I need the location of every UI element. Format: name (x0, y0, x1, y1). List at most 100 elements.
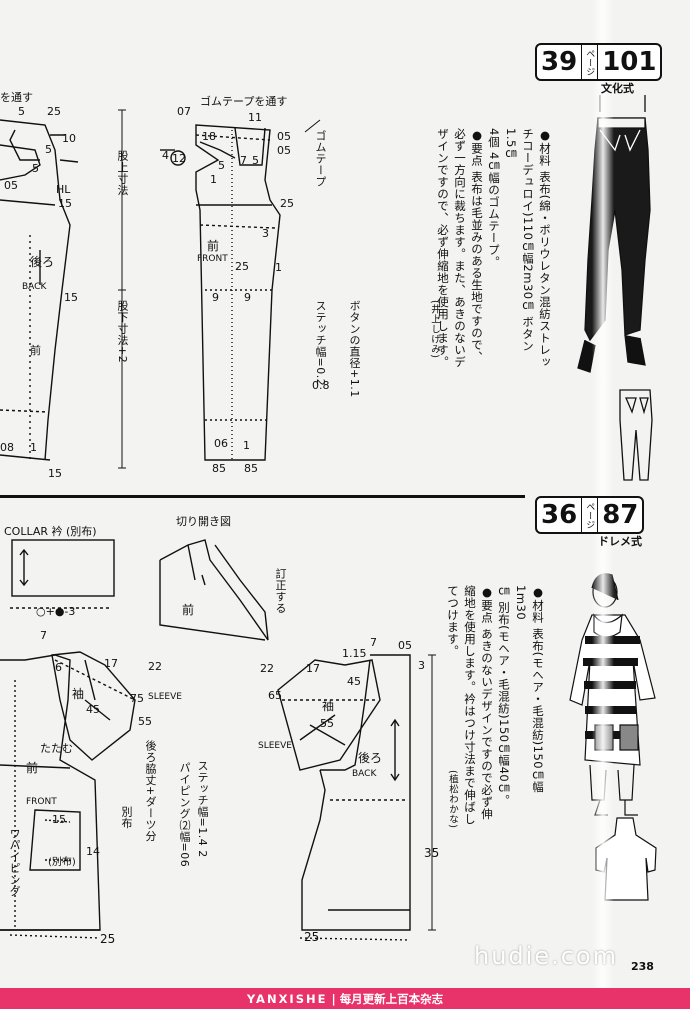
stitch-note-2: 0.8 (312, 379, 330, 392)
desc-line: ●要点 表布は毛並みのある生地ですので、 (470, 128, 484, 363)
desc-line: ㎝ 別布(モヘア・毛混紡)150㎝幅40㎝。 (497, 585, 511, 807)
measure-55: 55 (138, 715, 152, 728)
measure: 25 (47, 105, 61, 118)
measure-14: 14 (86, 845, 100, 858)
measure: 25 (280, 197, 294, 210)
measure-45: 45 (347, 675, 361, 688)
measure: 1 (243, 439, 250, 452)
collar-label: COLLAR 衿 (別布) (4, 525, 97, 538)
front-label-en: FRONT (197, 254, 228, 264)
measure: 11 (248, 111, 262, 124)
author-bottom: (植松わかな) (447, 770, 458, 829)
page-ref-number: 36 (541, 500, 578, 530)
pattern-number: 87 (602, 500, 639, 530)
desc-line: ザインですので、必ず伸縮地を使用します。 (436, 128, 450, 368)
front-trouser-draft (160, 124, 281, 461)
measure-7: 7 (40, 629, 47, 642)
measure: 5 (252, 154, 259, 167)
measure: 4 (162, 149, 169, 162)
back-en: BACK (352, 769, 377, 779)
measure-17: 17 (306, 662, 320, 675)
pattern-badge-87: 36 ページ 87 (535, 496, 645, 534)
measure: 15 (58, 197, 72, 210)
measure: 85 (212, 462, 226, 475)
footer-sep: | (331, 991, 336, 1006)
measure: 06 (214, 437, 228, 450)
collar-measure: ○+●-3 (36, 605, 76, 618)
measure: 05 (277, 130, 291, 143)
measure-6: 6 (55, 661, 62, 674)
sleeve-right-en: SLEEVE (258, 741, 292, 751)
front2-en: FRONT (26, 797, 57, 807)
gom-tape-left-label: を通す (0, 91, 33, 104)
hl-label: HL (56, 183, 71, 196)
measure-25: 25 (100, 932, 116, 946)
section-divider (0, 495, 525, 498)
footer-tagline: 每月更新上百本杂志 (339, 991, 444, 1006)
stitch-bottom-label: ステッチ幅=1.4 2 (196, 760, 209, 858)
measure-22: 22 (148, 660, 162, 673)
description-top: ●材料 表布(綿・ポリウレタン混紡ストレッ チコーデュロイ)110㎝幅2m30㎝… (434, 128, 553, 368)
piping-left-label: ワパイピング (8, 828, 21, 897)
description-bottom: ●材料 表布(モヘア・毛混紡)150㎝幅1m30 ㎝ 別布(モヘア・毛混紡)15… (444, 585, 546, 825)
measure-15: 15 (52, 813, 66, 826)
measure-05: 05 (398, 639, 412, 652)
jeans-illustration (577, 95, 653, 481)
measure: 5 (18, 105, 25, 118)
measure-22: 22 (260, 662, 274, 675)
gom-tape-vertical: ゴムテープ (314, 130, 327, 188)
measure-17: 17 (104, 657, 118, 670)
footer-brand: YANXISHE (246, 991, 328, 1006)
page-fold-highlight (592, 0, 614, 988)
back-label-en: BACK (22, 282, 47, 292)
desc-line: ●要点 あきのないデザインですので必ず伸 (480, 585, 494, 820)
front-bodice-draft (0, 654, 101, 939)
button-note: ボタンの直径+1.1 (348, 300, 361, 398)
gom-tape-label: ゴムテープを通す (200, 95, 288, 108)
measure-1-15: 1.15 (342, 647, 367, 660)
desc-line: 必ず一方向に裁ちます。また、あきのないデ (453, 128, 467, 368)
desc-line: てつけます。 (446, 585, 460, 657)
pattern-badge-101: 39 ページ 101 (535, 43, 663, 81)
measure: 18 (202, 130, 216, 143)
tatamu-label: たたむ (40, 742, 73, 755)
back-bodice-draft (299, 654, 411, 941)
kirihiraki-draft (159, 539, 269, 641)
kirihiraki-label: 切り開き図 (176, 515, 231, 528)
front-left-label: 前 (30, 344, 41, 357)
watermark: hudie.com (474, 942, 618, 970)
sleeve-right-draft (277, 659, 381, 771)
measure: 9 (244, 291, 251, 304)
measure: 85 (244, 462, 258, 475)
page-ref-number: 39 (541, 47, 578, 77)
mata-ue-label: 股上寸法 (116, 150, 129, 196)
page-ref-label: ページ (581, 498, 599, 532)
front2-jp: 前 (26, 761, 39, 775)
measure: 12 (172, 152, 186, 165)
measure: 07 (177, 105, 191, 118)
measure: 9 (212, 291, 219, 304)
footer-bar: YANXISHE | 每月更新上百本杂志 (0, 988, 690, 1009)
measure: 7 (240, 154, 247, 167)
measure-7: 7 (370, 636, 377, 649)
teisei-label: 訂正する (274, 568, 287, 614)
front-label-jp: 前 (207, 239, 220, 253)
back-label-jp: 後ろ (30, 255, 55, 269)
collar-draft (10, 539, 115, 609)
measure: 3 (262, 227, 269, 240)
back-jp: 後ろ (358, 751, 383, 765)
measure-35: 35 (424, 846, 440, 860)
kirihiraki-front-label: 前 (182, 603, 195, 617)
measure: 1 (275, 261, 282, 274)
piping-bottom-label: パイピング⑵幅=06 (178, 762, 191, 868)
measure: 5 (218, 159, 225, 172)
measure-25: 25 (304, 930, 320, 944)
measure-3: 3 (418, 659, 425, 672)
measure: 1 (210, 173, 217, 186)
sleeve-right-jp: 袖 (322, 699, 335, 713)
measure-55: 55 (320, 717, 334, 730)
style-name-bunka: 文化式 (601, 82, 634, 95)
desc-line: ●材料 表布(モヘア・毛混紡)150㎝幅1m30 (514, 585, 545, 794)
measure-65: 65 (268, 689, 282, 702)
